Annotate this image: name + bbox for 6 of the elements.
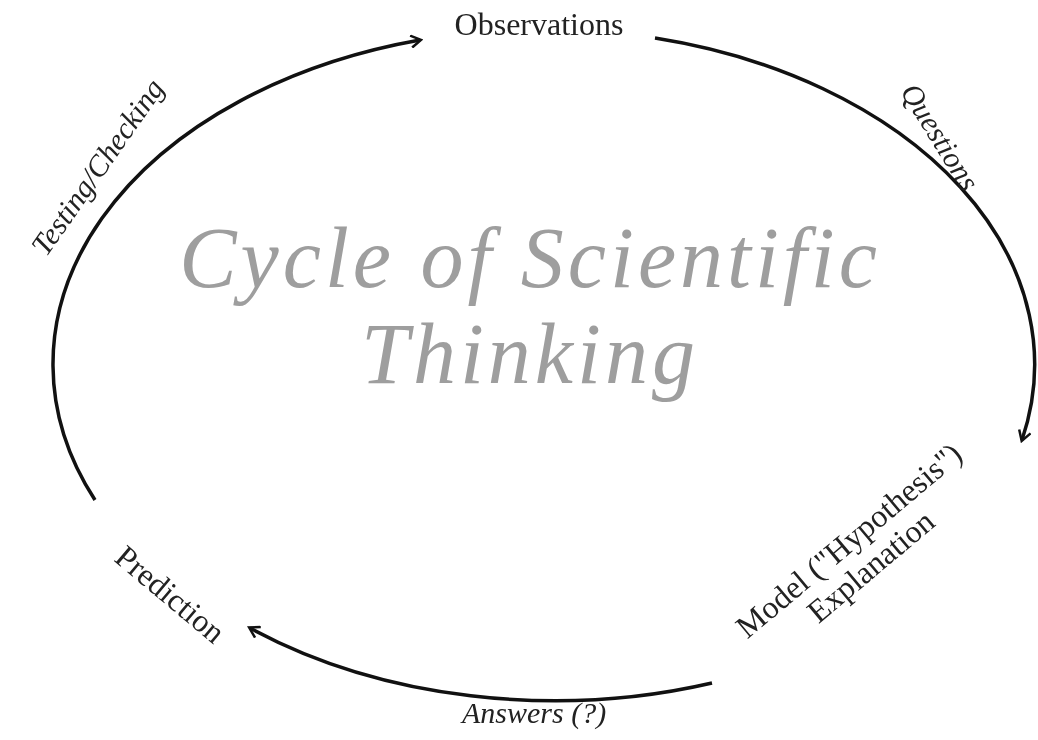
cycle-arrow — [654, 36, 1037, 443]
edge-label: Answers (?) — [462, 696, 607, 730]
cycle-arrow — [51, 34, 423, 501]
cycle-arrow — [247, 625, 713, 703]
step-label: Observations — [428, 8, 650, 42]
diagram-title: Cycle of Scientific Thinking — [178, 210, 882, 403]
